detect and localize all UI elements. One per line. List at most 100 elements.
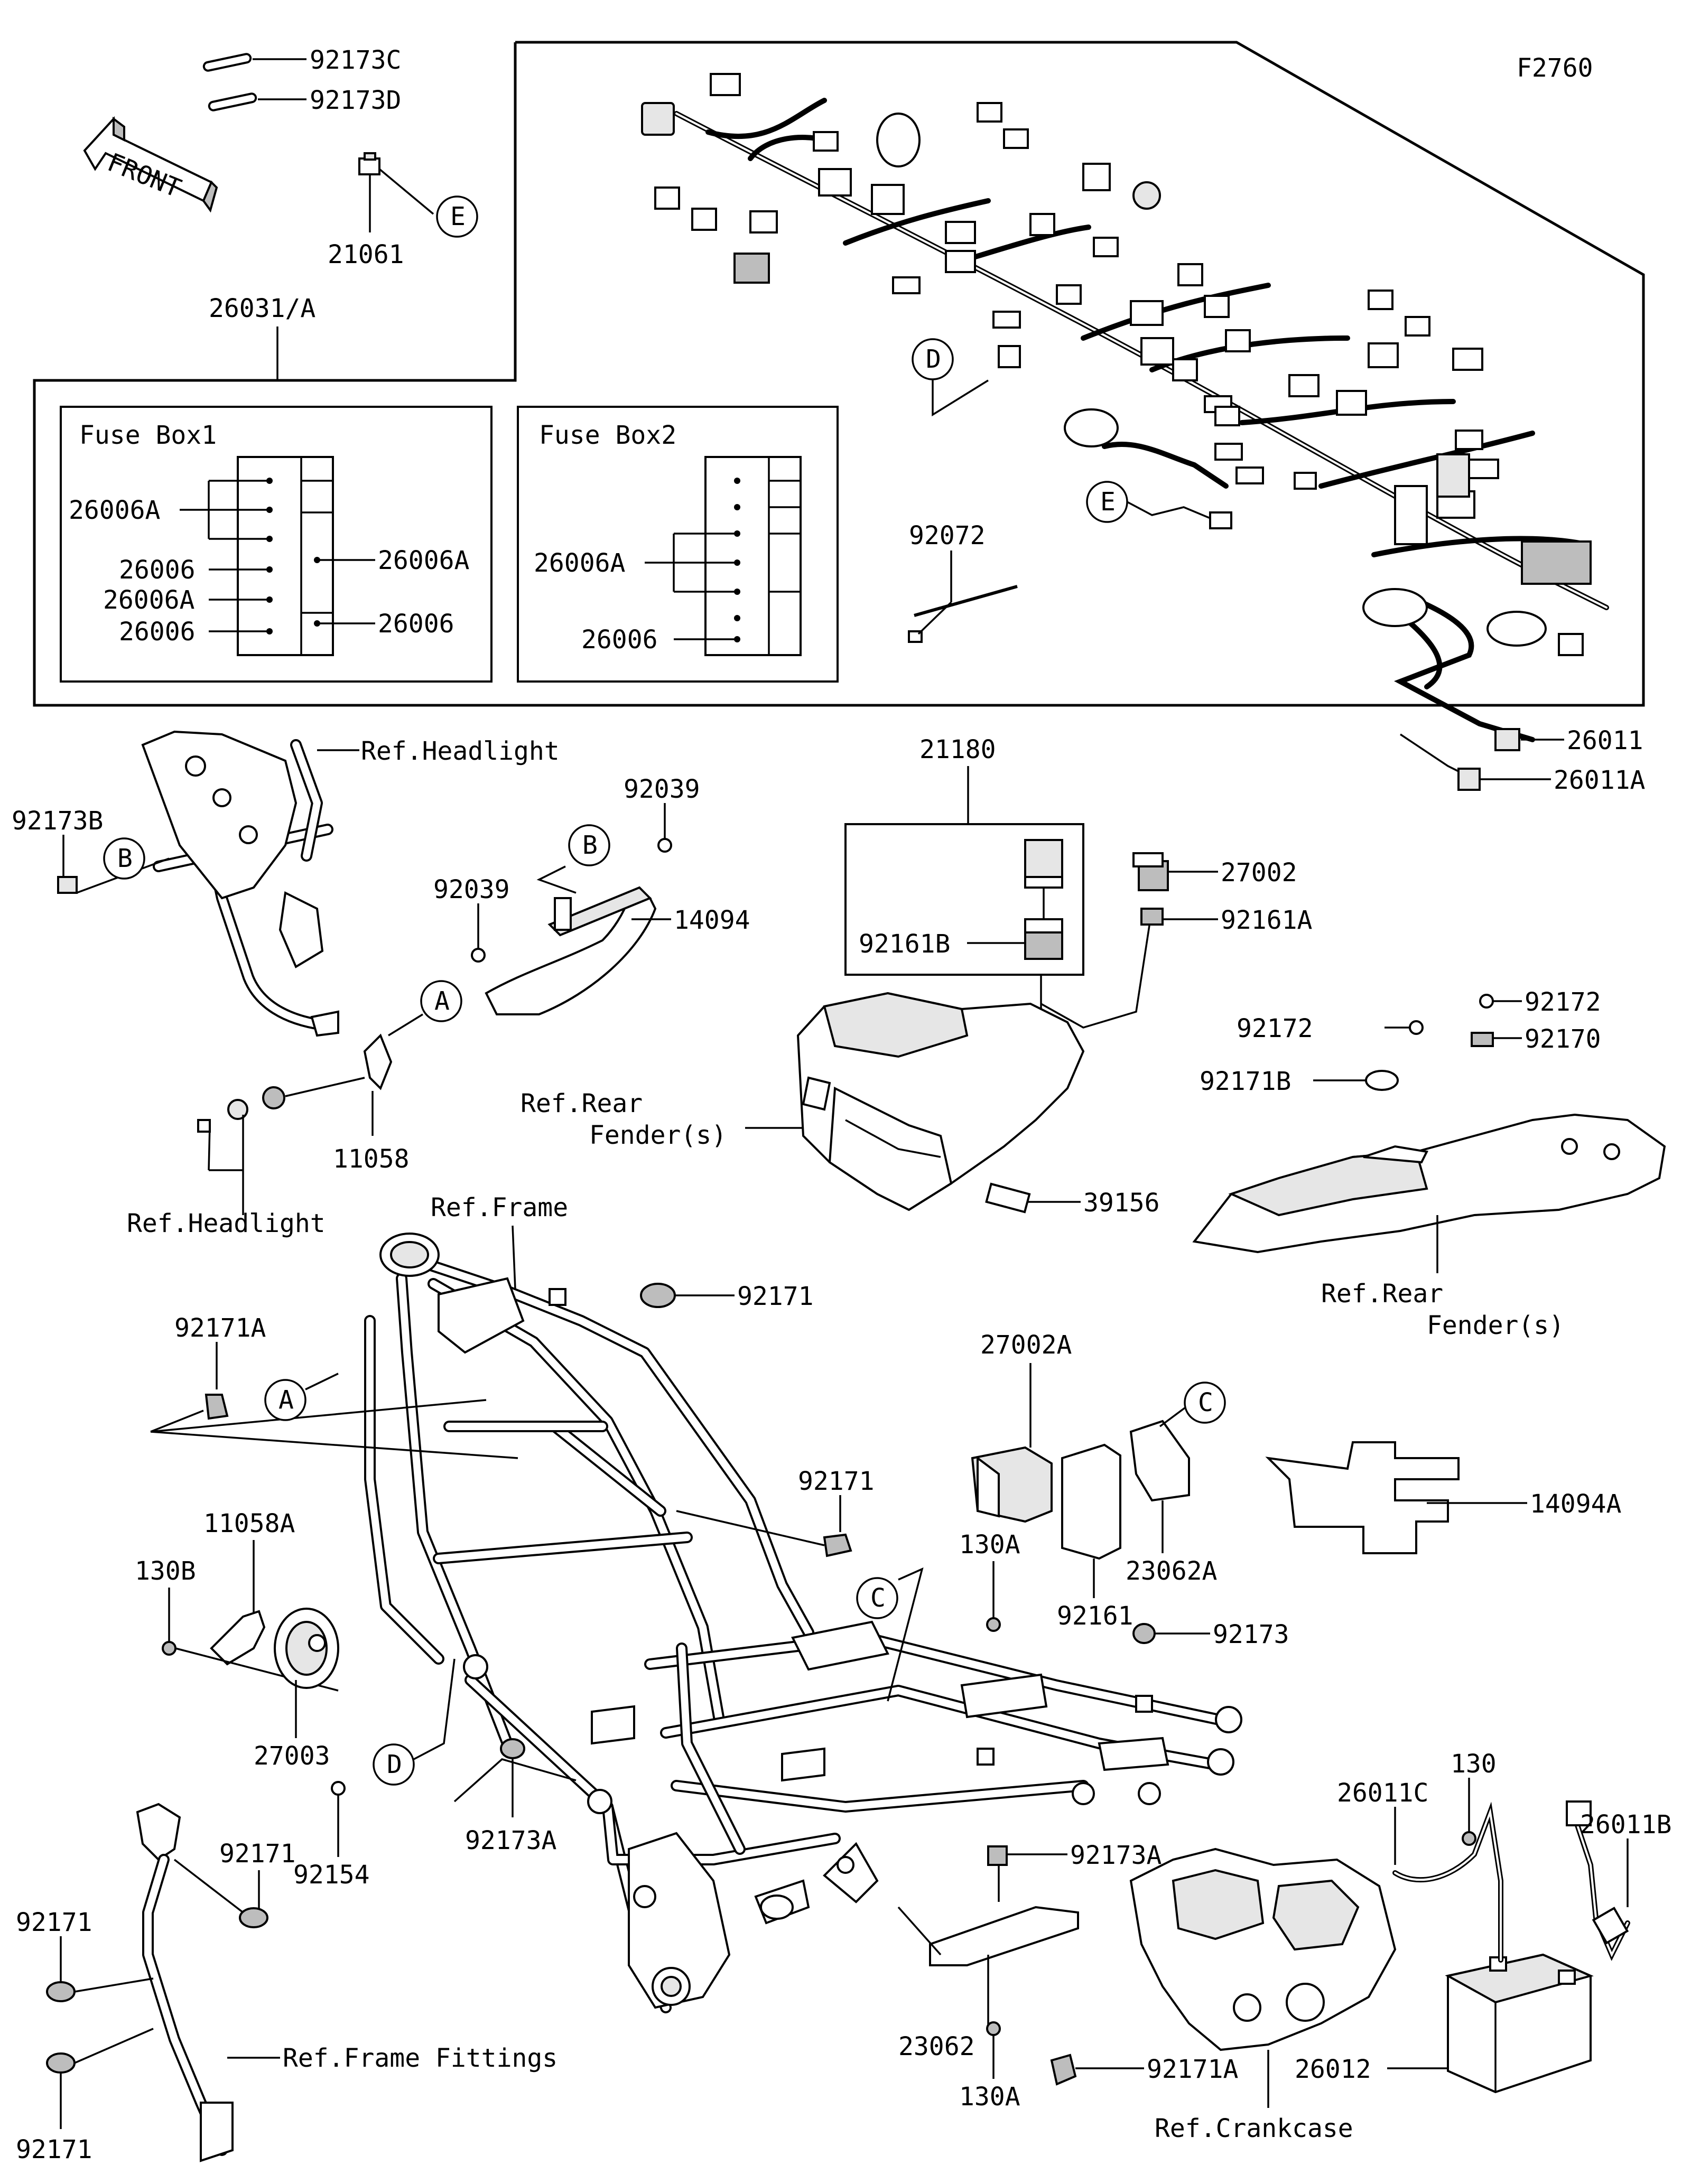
label-11058A: 11058A (203, 1509, 295, 1538)
cover-14094A: 14094A (1265, 1441, 1621, 1554)
callout-E-top (436, 195, 478, 238)
harness-box: 26031/A (33, 41, 1645, 707)
label-92039-right: 92039 (624, 774, 700, 804)
ecu-27002A: 27002A 92161 23062A C (971, 1330, 1226, 1631)
fuse-box-1: Fuse Box1 26006A 26006 26006A 260 (60, 406, 493, 683)
label-130A-lower: 130A (959, 2082, 1020, 2112)
bracket-23062: 92173A 23062 130A 92171A (897, 1841, 1238, 2112)
label-26011A: 26011A (1554, 766, 1645, 795)
label-92154: 92154 (293, 1860, 370, 1890)
callout-B-cover-label: B (582, 830, 598, 860)
bracket-11058: A 11058 (333, 980, 462, 1174)
callout-C-ecu (1184, 1382, 1226, 1424)
label-21180: 21180 (919, 735, 996, 764)
callout-C-frame-label: C (870, 1583, 886, 1613)
ref-rear-fender-left-2: Fender(s) (589, 1121, 727, 1150)
part-26011A: 26011A (1400, 733, 1645, 795)
label-26011C: 26011C (1337, 1778, 1428, 1808)
label-92173A-left: 92173A (465, 1826, 556, 1855)
label-26011B: 26011B (1580, 1810, 1671, 1840)
label-39156: 39156 (1083, 1188, 1160, 1218)
cover-14094: 92039 92039 B 14094 (433, 774, 750, 1015)
label-130B: 130B (135, 1556, 196, 1586)
callout-B-left (103, 837, 145, 880)
label-92171B: 92171B (1200, 1067, 1291, 1096)
label-27003: 27003 (254, 1741, 330, 1771)
fuse1-label-5: 26006A (378, 546, 469, 575)
label-92161A: 92161A (1221, 906, 1312, 935)
callout-C-ecu-label: C (1198, 1388, 1213, 1417)
clip-92173A-left: 92173A (453, 1738, 577, 1855)
label-92039-left: 92039 (433, 875, 510, 904)
fuse-box-2-title: Fuse Box2 (539, 421, 676, 450)
label-23062A: 23062A (1126, 1556, 1217, 1586)
fuse1-label-4: 26006 (119, 617, 196, 647)
cable-26011C: 26011C 130 (1337, 1749, 1503, 1963)
bolt-130A-upper: 130A (959, 1530, 1020, 1632)
ref-headlight-top: Ref.Headlight (361, 736, 560, 766)
label-92171A-left: 92171A (174, 1313, 266, 1343)
callout-B-left-label: B (117, 844, 133, 873)
ref-crankcase: Ref.Crankcase (1155, 2114, 1353, 2143)
connector-21061: E 21061 (328, 152, 478, 269)
callout-D-lower (373, 1743, 415, 1786)
fuse1-label-3: 26006A (103, 585, 194, 615)
harness-label: 26031/A (209, 294, 315, 323)
leader-C-frame (887, 1567, 924, 1702)
label-92161B: 92161B (859, 929, 950, 959)
label-92173A-right: 92173A (1070, 1841, 1162, 1870)
clip-92171-middle: 92171 (676, 1467, 875, 1557)
label-92171-fitting-mid: 92171 (16, 1908, 92, 1937)
clip-92171A-left: 92171A A (150, 1313, 518, 1459)
rear-fender-right: 92172 92172 92170 92171B Ref.Rear Fender… (1192, 987, 1666, 1340)
label-14094A: 14094A (1530, 1489, 1621, 1519)
leader-D-lower (413, 1658, 456, 1760)
label-92161: 92161 (1057, 1601, 1133, 1631)
clamp-92173D: 92173D (208, 86, 401, 115)
ref-rear-fender-right-2: Fender(s) (1427, 1311, 1564, 1340)
label-92171-middle: 92171 (798, 1467, 875, 1496)
battery-26012: 26012 (1295, 1953, 1594, 2094)
label-26011: 26011 (1567, 726, 1643, 755)
label-92171-frame: 92171 (737, 1282, 814, 1311)
label-92172-left: 92172 (1237, 1014, 1313, 1043)
label-23062: 23062 (898, 2032, 975, 2061)
fuse1-label-6: 26006 (378, 609, 454, 639)
headlight-bracket: 92173B B Ref.Headlight Ref.Headlight (12, 730, 560, 1238)
wiring-harness (641, 73, 1609, 742)
callout-A-upper (420, 980, 462, 1022)
label-27002A: 27002A (980, 1330, 1072, 1360)
label-92173: 92173 (1213, 1620, 1289, 1649)
label-92172-right: 92172 (1525, 987, 1601, 1017)
fuse2-label-1: 26006A (534, 548, 625, 578)
callout-E-top-label: E (450, 202, 466, 231)
label-92171-fitting-bottom: 92171 (16, 2135, 92, 2164)
label-92170: 92170 (1525, 1024, 1601, 1054)
fuse-box-2: Fuse Box2 26006A 26006 (517, 406, 839, 683)
callout-A-frame (264, 1379, 306, 1421)
fuse-box-1-title: Fuse Box1 (79, 421, 217, 450)
callout-D-lower-label: D (387, 1750, 402, 1779)
callout-E-harness-label: E (1100, 487, 1116, 517)
label-130: 130 (1451, 1749, 1497, 1779)
label-92173B: 92173B (12, 806, 103, 836)
clip-92173: 92173 (1132, 1620, 1289, 1649)
label-92171-fitting-top: 92171 (219, 1839, 296, 1869)
label-21061: 21061 (328, 240, 404, 269)
callout-A-frame-label: A (278, 1385, 294, 1415)
label-11058: 11058 (333, 1144, 410, 1174)
diagram-id: F2760 (1517, 53, 1593, 83)
fuse2-label-2: 26006 (581, 625, 658, 655)
crankcase: Ref.Crankcase (1129, 1847, 1397, 2143)
clip-92171-frame: 92171 (640, 1282, 814, 1311)
leader-E-harness (1127, 501, 1216, 521)
label-14094: 14094 (674, 906, 750, 935)
cable-26011B: 26011B (1566, 1800, 1671, 1961)
label-26012: 26012 (1295, 2055, 1371, 2084)
label-92173D: 92173D (310, 86, 401, 115)
part-26011: 26011 (1494, 726, 1643, 755)
fuse1-label-1: 26006A (69, 496, 160, 525)
leader-D-harness (932, 379, 989, 417)
ref-headlight-bottom: Ref.Headlight (127, 1209, 326, 1238)
